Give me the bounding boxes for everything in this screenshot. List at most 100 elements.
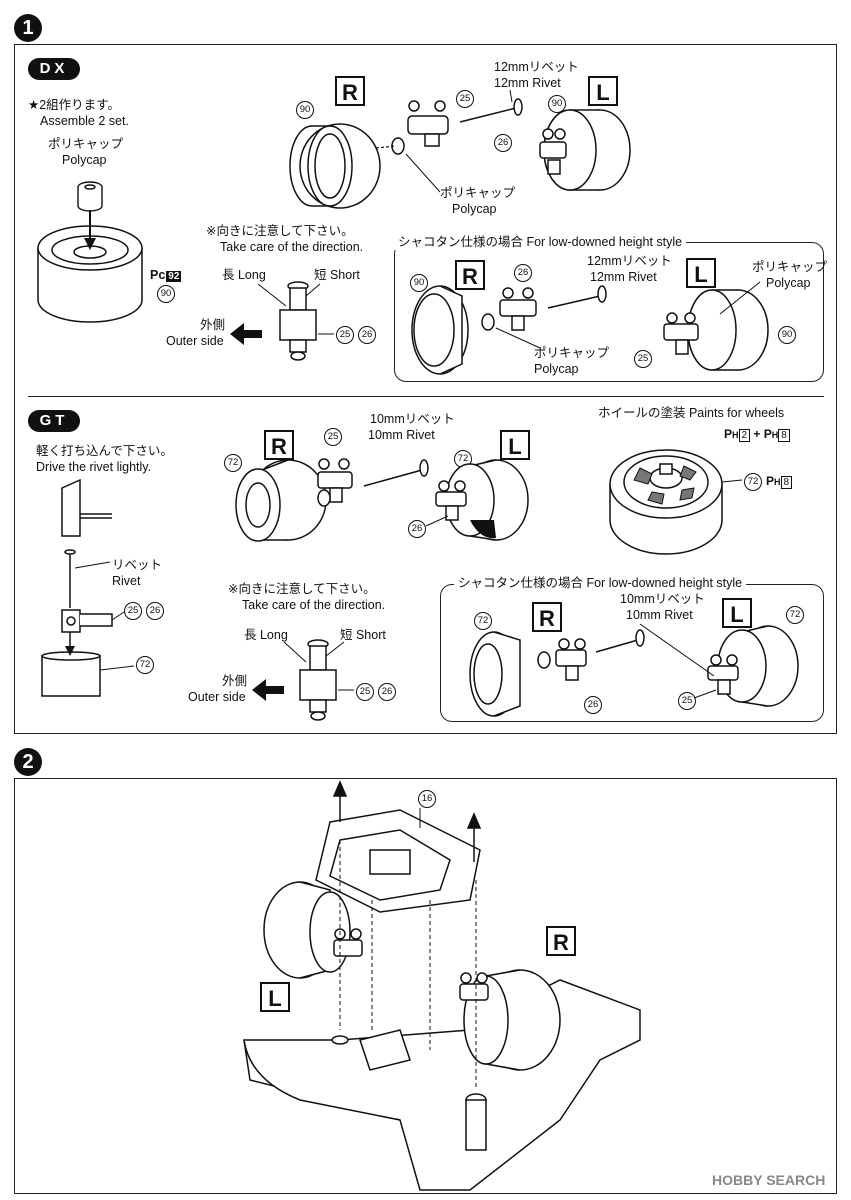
step-1-number: 1 (14, 14, 42, 42)
dx-direction-note-jp: ※向きに注意して下さい。 (206, 224, 354, 238)
gt-long-label: 長 Long (244, 628, 288, 642)
gt-lowdown-rivet-en: 10mm Rivet (626, 608, 693, 622)
gt-drive-part-72: 72 (136, 656, 154, 674)
gt-drive-part-25: 25 (124, 602, 142, 620)
gt-part-72-r: 72 (224, 454, 242, 472)
gt-paints-title: ホイールの塗装 Paints for wheels (598, 406, 785, 420)
gt-direction-note-en: Take care of the direction. (242, 598, 386, 612)
dx-lowdown-part-26: 26 (514, 264, 532, 282)
gt-part-26-l: 26 (408, 520, 426, 538)
gt-drive-part-26: 26 (146, 602, 164, 620)
pc-number: 92 (166, 271, 182, 282)
dx-right-label: R (335, 76, 365, 106)
dx-lowdown-part-90-l: 90 (778, 326, 796, 344)
gt-short-label: 短 Short (340, 628, 386, 642)
paint-num-8: 8 (778, 429, 790, 442)
dx-polycap-mid-jp: ポリキャップ (440, 186, 516, 200)
dx-polycap-label-jp: ポリキャップ (48, 137, 124, 151)
dx-short-label: 短 Short (314, 268, 360, 282)
dx-polycap-mid-en: Polycap (452, 202, 497, 216)
step-2-part-16: 16 (418, 790, 436, 808)
gt-rivet-label-jp: リベット (112, 558, 163, 572)
dx-outer-side-jp: 外側 (200, 318, 226, 332)
gt-lowdown-part-25: 25 (678, 692, 696, 710)
paint-code-b: P (763, 427, 772, 441)
gt-lowdown-left: L (722, 598, 752, 628)
dx-left-label: L (588, 76, 618, 106)
dx-lowdown-rivet-en: 12mm Rivet (590, 270, 657, 284)
dx-lowdown-title: シャコタン仕様の場合 For low-downed height style (394, 235, 687, 250)
dx-lowdown-polycap-jp: ポリキャップ (752, 260, 828, 274)
gt-lowdown-part-26: 26 (584, 696, 602, 714)
gt-dir-part-26: 26 (378, 683, 396, 701)
gt-right-label: R (264, 430, 294, 460)
gt-lowdown-part-72-l: 72 (786, 606, 804, 624)
paint-num-2: 2 (738, 429, 751, 442)
dx-part-90-l: 90 (548, 95, 566, 113)
dx-long-label: 長 Long (222, 268, 266, 282)
dx-dir-part-25: 25 (336, 326, 354, 344)
gt-outer-side-en: Outer side (188, 690, 246, 704)
dx-assemble-note-jp: ★2組作ります。 (28, 98, 120, 112)
gt-paint-part-72: 72 (744, 473, 762, 491)
dx-lowdown-right: R (455, 260, 485, 290)
gt-rivet10-jp: 10mmリベット (370, 412, 455, 426)
paint-sub-c: H (774, 477, 781, 487)
dx-part-25-r: 25 (456, 90, 474, 108)
dx-part-90-label: 90 (157, 285, 175, 303)
gt-badge: GT (28, 410, 80, 432)
gt-direction-note-jp: ※向きに注意して下さい。 (228, 582, 376, 596)
dx-lowdown-rivet-jp: 12mmリベット (587, 254, 672, 268)
paint-sub-a: H (732, 430, 739, 440)
dx-lowdown-part-25: 25 (634, 350, 652, 368)
dx-part-26-l: 26 (494, 134, 512, 152)
dx-dir-part-26: 26 (358, 326, 376, 344)
dx-lowdown-polycap2-en: Polycap (534, 362, 579, 376)
dx-badge: DX (28, 58, 80, 80)
dx-assemble-note-en: Assemble 2 set. (40, 114, 129, 128)
gt-left-label: L (500, 430, 530, 460)
gt-rivet-label-en: Rivet (112, 574, 141, 588)
dx-rivet-label-jp: 12mmリベット (494, 60, 579, 74)
gt-lowdown-right: R (532, 602, 562, 632)
gt-lowdown-rivet-jp: 10mmリベット (620, 592, 705, 606)
step-2-number: 2 (14, 748, 42, 776)
gt-drive-note-jp: 軽く打ち込んで下さい。 (36, 444, 173, 458)
paint-code-c: P (766, 474, 775, 488)
paint-code-a: P (724, 427, 733, 441)
step-2-left-label: L (260, 982, 290, 1012)
gt-rivet10-en: 10mm Rivet (368, 428, 435, 442)
paint-num-8b: 8 (780, 476, 793, 489)
step-2-frame (14, 778, 837, 1194)
pc-letter: Pc (150, 268, 166, 282)
gt-part-25-r: 25 (324, 428, 342, 446)
dx-outer-side-en: Outer side (166, 334, 224, 348)
dx-rivet-label-en: 12mm Rivet (494, 76, 561, 90)
dx-lowdown-left: L (686, 258, 716, 288)
step-2-right-label: R (546, 926, 576, 956)
dx-lowdown-polycap-en: Polycap (766, 276, 811, 290)
watermark: HOBBY SEARCH (712, 1172, 826, 1188)
dx-lowdown-part-90-r: 90 (410, 274, 428, 292)
dx-part-90-r: 90 (296, 101, 314, 119)
dx-lowdown-polycap2-jp: ポリキャップ (534, 346, 610, 360)
paint-plus: + (753, 427, 761, 441)
gt-dir-part-25: 25 (356, 683, 374, 701)
gt-drive-note-en: Drive the rivet lightly. (36, 460, 152, 474)
gt-lowdown-title: シャコタン仕様の場合 For low-downed height style (454, 576, 747, 591)
step-1-frame (14, 44, 837, 734)
paint-sub-b: H (771, 430, 779, 440)
step-1-divider (28, 396, 824, 398)
dx-direction-note-en: Take care of the direction. (220, 240, 364, 254)
